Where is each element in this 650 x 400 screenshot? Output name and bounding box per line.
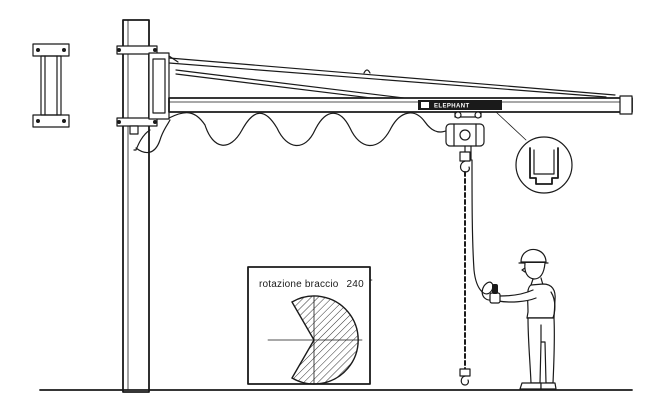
brand-plate: ELEPHANT xyxy=(418,100,502,110)
brand-label: ELEPHANT xyxy=(434,104,470,110)
electric-hoist xyxy=(445,123,485,173)
wall-bracket-detail xyxy=(32,43,70,128)
trolley xyxy=(454,111,482,119)
bottom-hook xyxy=(459,368,471,386)
rotation-label: rotazione braccio 240 ° xyxy=(259,278,373,290)
rail-profile-detail xyxy=(495,111,573,194)
rotation-inset: rotazione braccio 240 ° xyxy=(247,266,373,385)
tie-rods xyxy=(168,57,616,105)
support-column xyxy=(122,19,150,393)
jib-pivot-plate xyxy=(148,52,179,120)
operator-figure xyxy=(489,248,557,390)
pendant-cable xyxy=(471,159,496,301)
jib-arm xyxy=(168,95,633,115)
festoon-cable xyxy=(129,112,449,154)
